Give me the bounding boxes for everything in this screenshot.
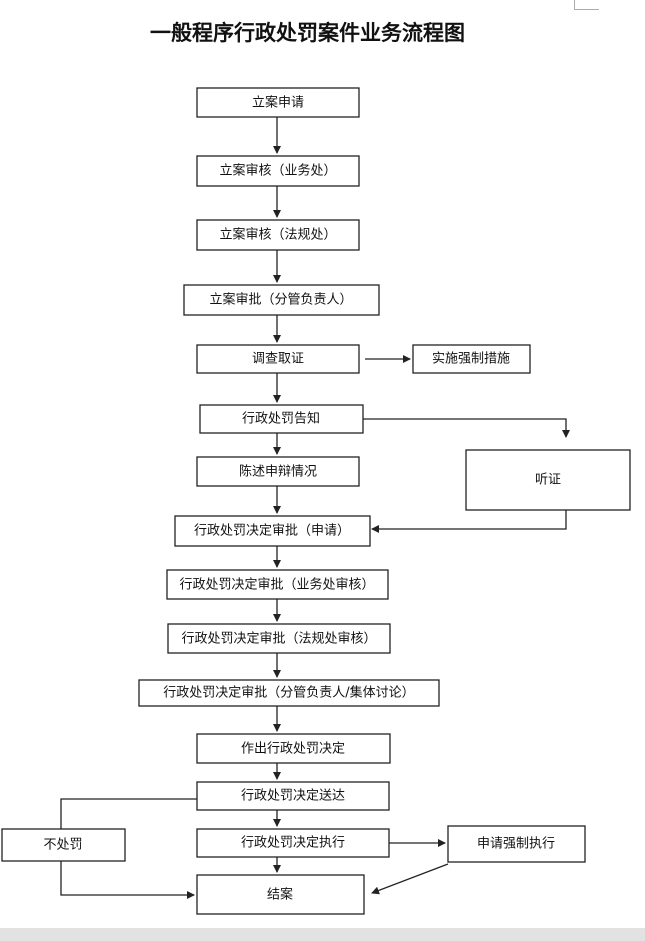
svg-text:作出行政处罚决定: 作出行政处罚决定: [241, 742, 345, 757]
bottom-scroll-area: [0, 928, 645, 941]
node-decision-approval-legal: 行政处罚决定审批（法规处审核）: [167, 623, 391, 654]
svg-text:行政处罚决定审批（申请）: 行政处罚决定审批（申请）: [194, 524, 350, 539]
svg-text:行政处罚决定送达: 行政处罚决定送达: [241, 789, 345, 804]
svg-text:行政处罚决定审批（法规处审核）: 行政处罚决定审批（法规处审核）: [181, 632, 376, 647]
svg-text:调查取证: 调查取证: [252, 352, 304, 367]
node-hearing: 听证: [465, 449, 631, 511]
svg-text:行政处罚告知: 行政处罚告知: [242, 411, 320, 427]
svg-text:结案: 结案: [267, 888, 293, 903]
node-filing-application: 立案申请: [196, 87, 360, 118]
arrow: [60, 861, 195, 899]
connectors: [60, 117, 570, 899]
node-statement-defense: 陈述申辩情况: [196, 456, 360, 487]
svg-text:行政处罚决定审批（分管负责人/集体讨论）: 行政处罚决定审批（分管负责人/集体讨论）: [163, 685, 414, 701]
node-apply-enforcement: 申请强制执行: [447, 825, 586, 863]
node-compulsory-measures: 实施强制措施: [412, 344, 531, 374]
node-penalty-notice: 行政处罚告知: [199, 404, 364, 434]
node-make-decision: 作出行政处罚决定: [196, 733, 391, 764]
page-corner-mark: [574, 0, 599, 10]
page-title: 一般程序行政处罚案件业务流程图: [150, 20, 465, 45]
svg-text:立案审核（业务处）: 立案审核（业务处）: [219, 163, 336, 179]
svg-text:听证: 听证: [535, 473, 561, 488]
svg-text:陈述申辩情况: 陈述申辩情况: [239, 464, 317, 480]
node-no-penalty: 不处罚: [1, 828, 126, 862]
arrow: [371, 863, 449, 895]
svg-text:行政处罚决定执行: 行政处罚决定执行: [241, 836, 345, 851]
svg-text:立案申请: 立案申请: [252, 96, 304, 111]
arrow: [363, 418, 570, 438]
svg-text:立案审批（分管负责人）: 立案审批（分管负责人）: [209, 293, 352, 308]
svg-text:申请强制执行: 申请强制执行: [477, 837, 555, 852]
node-decision-delivery: 行政处罚决定送达: [196, 781, 390, 811]
node-decision-approval-leader: 行政处罚决定审批（分管负责人/集体讨论）: [138, 679, 440, 707]
arrow: [371, 510, 567, 533]
svg-text:立案审核（法规处）: 立案审核（法规处）: [219, 228, 336, 243]
svg-text:不处罚: 不处罚: [43, 838, 82, 853]
node-filing-review-business: 立案审核（业务处）: [196, 155, 360, 187]
node-decision-execution: 行政处罚决定执行: [196, 828, 390, 858]
svg-text:行政处罚决定审批（业务处审核）: 行政处罚决定审批（业务处审核）: [179, 577, 374, 593]
node-decision-approval-application: 行政处罚决定审批（申请）: [174, 515, 371, 547]
node-investigation: 调查取证: [196, 344, 360, 374]
svg-text:实施强制措施: 实施强制措施: [432, 352, 510, 367]
node-filing-review-legal: 立案审核（法规处）: [196, 219, 360, 251]
node-case-closed: 结案: [196, 874, 365, 915]
node-decision-approval-business: 行政处罚决定审批（业务处审核）: [166, 569, 389, 600]
node-filing-approval: 立案审批（分管负责人）: [183, 284, 380, 316]
line: [60, 798, 197, 829]
